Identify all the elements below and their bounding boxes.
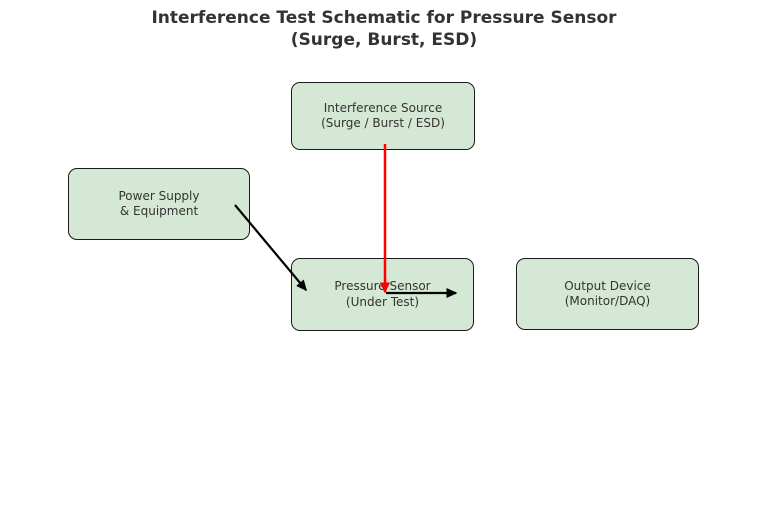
node-output-device: Output Device (Monitor/DAQ) (516, 258, 699, 330)
node-interference-source-line-2: (Surge / Burst / ESD) (321, 116, 445, 130)
node-output-device-line-2: (Monitor/DAQ) (564, 294, 651, 308)
node-power-supply-line-2: & Equipment (119, 204, 199, 218)
node-power-supply-label: Power Supply & Equipment (119, 189, 200, 220)
node-pressure-sensor: Pressure Sensor (Under Test) (291, 258, 474, 331)
node-power-supply-line-1: Power Supply (118, 188, 200, 203)
node-pressure-sensor-line-2: (Under Test) (345, 294, 420, 309)
node-pressure-sensor-line-1: Pressure Sensor (334, 279, 431, 293)
node-power-supply: Power Supply & Equipment (68, 168, 250, 240)
title-line-1: Interference Test Schematic for Pressure… (151, 8, 617, 28)
node-interference-source-line-1: Interference Source (323, 100, 443, 115)
node-output-device-line-1: Output Device (564, 278, 651, 293)
node-pressure-sensor-label: Pressure Sensor (Under Test) (334, 279, 430, 310)
node-interference-source-label: Interference Source (Surge / Burst / ESD… (321, 101, 445, 132)
title-line-2: (Surge, Burst, ESD) (290, 30, 478, 50)
diagram-title: Interference Test Schematic for Pressure… (0, 7, 768, 51)
node-output-device-label: Output Device (Monitor/DAQ) (564, 279, 651, 310)
node-interference-source: Interference Source (Surge / Burst / ESD… (291, 82, 475, 150)
